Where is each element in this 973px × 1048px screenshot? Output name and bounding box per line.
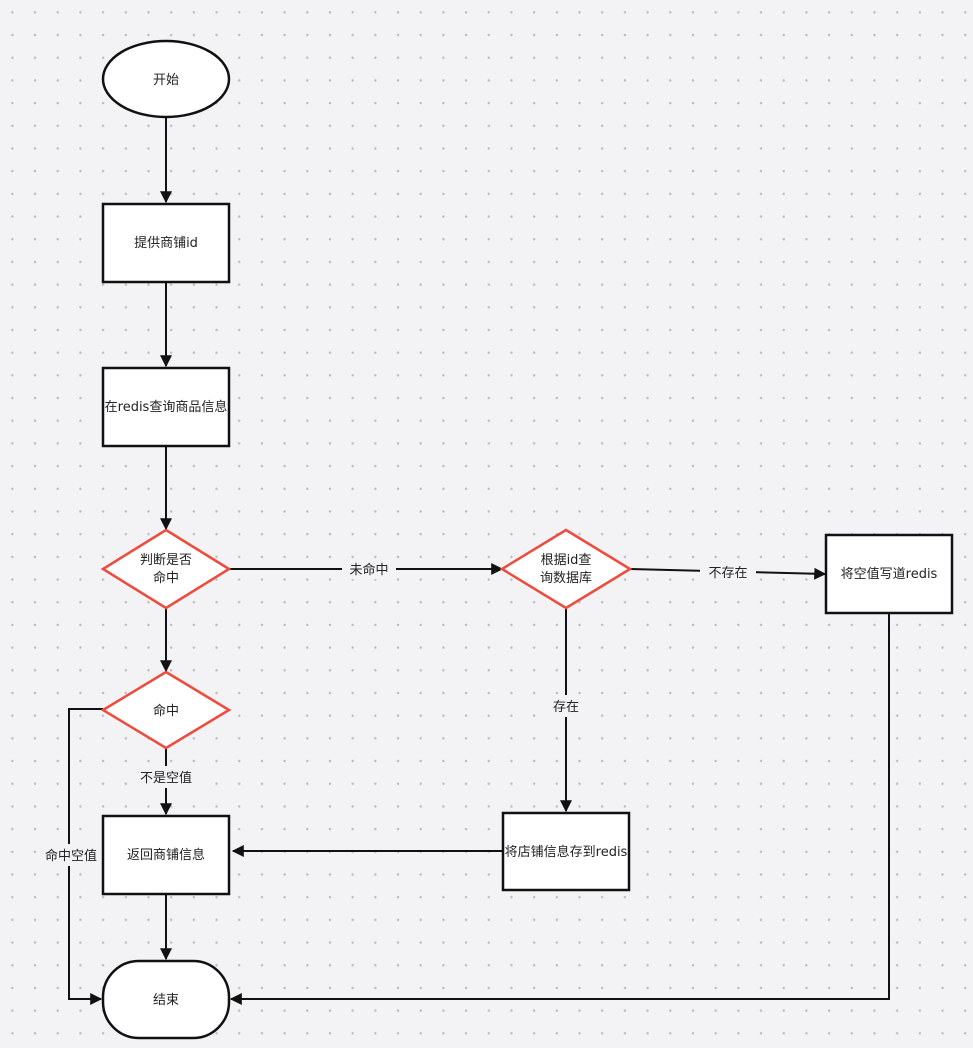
node-judge-hit-label-line2: 命中 [153, 570, 179, 586]
node-write-null-label: 将空值写道redis [841, 566, 938, 582]
edge-label-not-null: 不是空值 [131, 766, 201, 788]
node-query-redis[interactable]: 在redis查询商品信息 [101, 366, 231, 448]
node-provide-id[interactable]: 提供商铺id [101, 202, 231, 284]
edge-label-exist: 存在 [546, 695, 586, 717]
edge-label-not-exist: 不存在 [700, 562, 756, 582]
node-start[interactable]: 开始 [101, 39, 231, 119]
edge-write-null-to-end [229, 613, 890, 1005]
node-query-db-label-line1: 根据id查 [541, 553, 592, 568]
node-return-info-label: 返回商铺信息 [127, 847, 205, 863]
node-return-info[interactable]: 返回商铺信息 [101, 814, 231, 896]
node-start-label: 开始 [153, 73, 179, 88]
node-query-db-label-line2: 询数据库 [540, 570, 592, 586]
edge-label-hit-null: 命中空值 [40, 844, 102, 866]
edge-label-exist-text: 存在 [553, 700, 579, 715]
node-query-redis-label: 在redis查询商品信息 [105, 399, 228, 415]
node-query-db[interactable]: 根据id查 询数据库 [499, 528, 633, 610]
node-save-redis[interactable]: 将店铺信息存到redis [501, 811, 631, 892]
node-end[interactable]: 结束 [101, 959, 231, 1040]
node-provide-id-label: 提供商铺id [134, 235, 198, 251]
node-judge-hit-label-line1: 判断是否 [140, 553, 192, 568]
edge-label-not-exist-text: 不存在 [708, 566, 747, 581]
edge-label-not-null-text: 不是空值 [140, 770, 192, 786]
node-write-null[interactable]: 将空值写道redis [824, 533, 954, 615]
node-judge-hit[interactable]: 判断是否 命中 [100, 528, 232, 610]
node-save-redis-label: 将店铺信息存到redis [505, 844, 628, 860]
node-hit-label: 命中 [153, 703, 179, 719]
edge-label-miss: 未命中 [342, 559, 396, 579]
node-end-label: 结束 [153, 993, 179, 1008]
edge-label-miss-text: 未命中 [349, 562, 388, 578]
node-hit[interactable]: 命中 [100, 670, 232, 750]
edge-label-hit-null-text: 命中空值 [45, 848, 97, 864]
